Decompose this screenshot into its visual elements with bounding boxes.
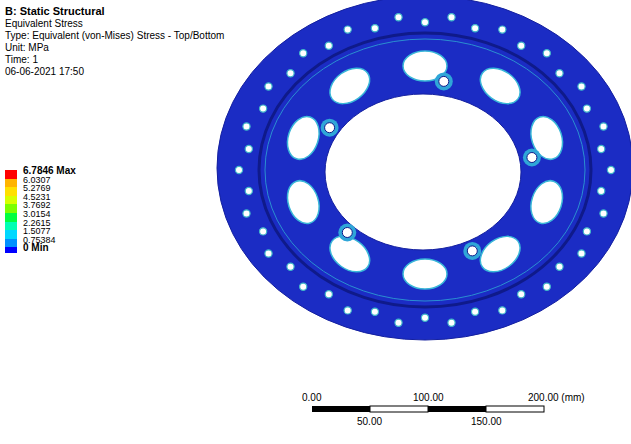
vent-hole: [448, 319, 455, 326]
vent-hole: [518, 291, 525, 298]
scale-value: 150.00: [471, 416, 502, 428]
vent-hole: [556, 263, 563, 270]
timestamp: 06-06-2021 17:50: [5, 66, 84, 78]
spoke-cutout: [403, 259, 447, 289]
vent-hole: [371, 25, 378, 32]
vent-hole: [578, 250, 585, 257]
bolt-boss: [321, 119, 339, 137]
scale-segment: [428, 406, 486, 412]
vent-hole: [243, 123, 250, 130]
result-title: B: Static Structural: [5, 5, 105, 17]
vent-hole: [499, 26, 506, 33]
spoke-cutout: [282, 112, 324, 163]
scale-value: 200.00 (mm): [528, 392, 585, 404]
vent-hole: [287, 70, 294, 77]
legend-value: 0 Min: [23, 243, 49, 253]
vent-hole: [583, 228, 590, 235]
vent-hole: [245, 187, 252, 194]
bolt-holes: [321, 72, 541, 260]
legend-value: 3.0154: [23, 209, 51, 219]
vent-hole: [421, 19, 428, 26]
vent-hole: [598, 145, 605, 152]
vent-hole: [598, 187, 605, 194]
vent-hole: [287, 263, 294, 270]
scale-value: 50.00: [357, 416, 382, 428]
vent-hole: [395, 14, 402, 21]
vent-hole: [543, 283, 550, 290]
bolt-hole: [439, 76, 449, 86]
vent-hole: [499, 307, 506, 314]
bolt-boss: [523, 149, 541, 167]
scale-bar: [312, 406, 544, 412]
legend-value: 3.7692: [23, 200, 51, 210]
bolt-hole: [467, 246, 477, 256]
vent-hole: [300, 283, 307, 290]
vent-hole: [300, 50, 307, 57]
scale-segment: [370, 406, 428, 412]
ring-edge: [265, 39, 585, 301]
unit-label: Unit: MPa: [5, 42, 49, 54]
vent-hole: [578, 83, 585, 90]
brake-disc: [217, 0, 631, 340]
vent-hole: [325, 291, 332, 298]
scale-value: 0.00: [302, 392, 321, 404]
spoke-cutout: [526, 177, 568, 228]
vent-hole: [543, 50, 550, 57]
bolt-boss: [463, 242, 481, 260]
ring-holes: [235, 14, 614, 327]
disc-body: [217, 0, 631, 340]
legend-value: 1.5077: [23, 226, 51, 236]
vent-hole: [556, 70, 563, 77]
stress-type: Type: Equivalent (von-Mises) Stress - To…: [5, 30, 224, 42]
vent-hole: [607, 166, 614, 173]
spoke-cutout: [282, 177, 324, 228]
vent-hole: [371, 308, 378, 315]
vent-hole: [583, 105, 590, 112]
vent-hole: [518, 42, 525, 49]
bolt-hole: [342, 228, 352, 238]
legend-value: 5.2769: [23, 183, 51, 193]
vent-hole: [265, 83, 272, 90]
bolt-boss: [338, 224, 356, 242]
vent-hole: [265, 250, 272, 257]
bolt-hole: [527, 153, 537, 163]
vent-hole: [235, 166, 242, 173]
vent-hole: [243, 210, 250, 217]
legend-swatch: [5, 247, 17, 253]
vent-hole: [600, 210, 607, 217]
scale-segment: [312, 406, 370, 412]
vent-hole: [395, 319, 402, 326]
vent-hole: [600, 123, 607, 130]
spoke-cutouts: [282, 51, 568, 289]
bolt-hole: [325, 123, 335, 133]
vent-hole: [344, 307, 351, 314]
vent-hole: [260, 105, 267, 112]
vent-hole: [344, 26, 351, 33]
spoke-cutout: [474, 61, 527, 111]
spoke-cutout: [323, 61, 376, 111]
vent-hole: [245, 145, 252, 152]
spoke-cutout: [474, 229, 527, 279]
vent-hole: [260, 228, 267, 235]
result-type: Equivalent Stress: [5, 18, 83, 30]
scale-segment: [486, 406, 544, 412]
legend-value: 6.7846 Max: [23, 166, 76, 176]
time-label: Time: 1: [5, 54, 38, 66]
spoke-cutout: [526, 112, 568, 163]
scale-value: 100.00: [413, 392, 444, 404]
vent-hole: [472, 25, 479, 32]
vent-hole: [421, 314, 428, 321]
vent-hole: [325, 42, 332, 49]
vent-hole: [448, 14, 455, 21]
vent-hole: [472, 308, 479, 315]
bolt-boss: [435, 72, 453, 90]
ring-groove: [259, 33, 591, 307]
